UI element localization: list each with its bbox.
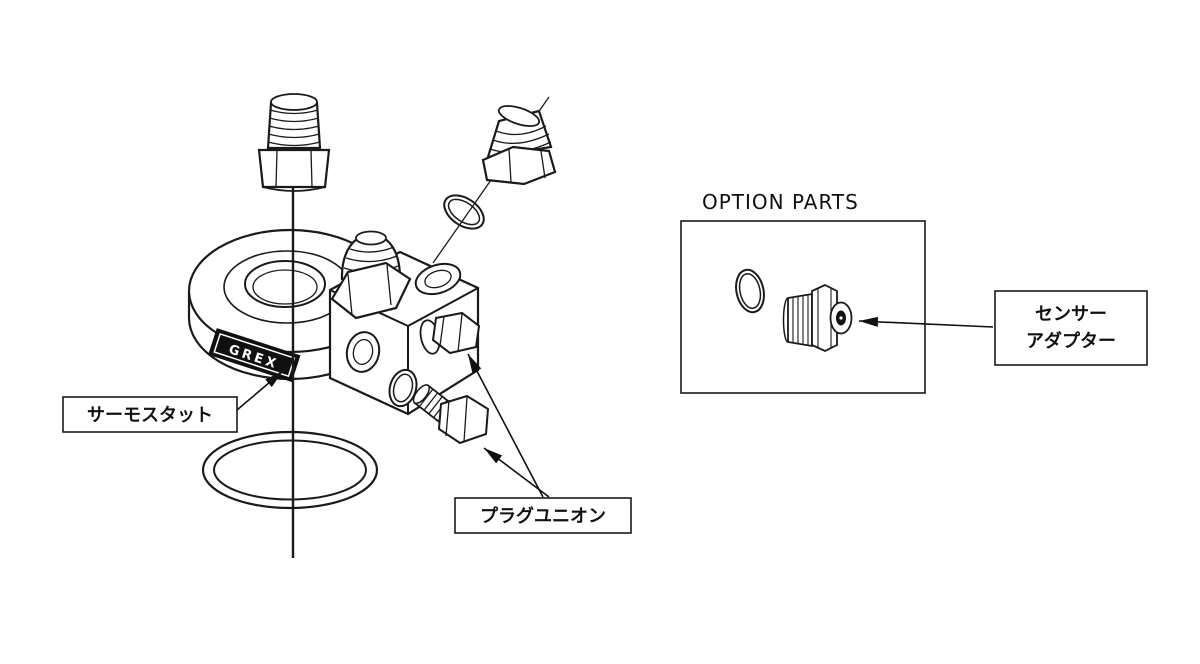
plug-union-label-box xyxy=(454,497,632,534)
sensor-adapter-arrow xyxy=(858,316,994,328)
callout-thermostat: サーモスタット xyxy=(62,370,284,433)
thermostat-arrow xyxy=(236,370,284,411)
union-top-hex xyxy=(481,145,557,186)
sensor-adapter-label-line1: センサー xyxy=(1035,304,1107,325)
plug-union-arrow-upper xyxy=(467,353,544,498)
plug-union-arrow-lower xyxy=(483,447,550,498)
option-parts-title: OPTION PARTS xyxy=(702,190,859,214)
top-bolt-threads xyxy=(267,109,321,147)
union-fitting-on-block xyxy=(330,230,412,320)
thermostat-label-text: サーモスタット xyxy=(87,405,213,426)
plug-right-hex xyxy=(431,311,481,355)
plug-bottom xyxy=(412,384,490,445)
option-o-ring xyxy=(735,268,765,314)
plug-right xyxy=(419,311,481,355)
plug-bottom-hex xyxy=(437,394,490,445)
sensor-adapter-threads xyxy=(792,295,809,345)
thermostat-label-box xyxy=(62,396,238,433)
sensor-adapter-label-line2: アダプター xyxy=(1026,330,1116,352)
union-fitting-top-right xyxy=(481,105,557,186)
callout-plug-union: プラグユニオン xyxy=(454,353,632,534)
block-front-port xyxy=(345,331,381,373)
plug-union-label-text: プラグユニオン xyxy=(480,505,606,527)
top-bolt-hex xyxy=(257,148,331,189)
sensor-adapter-fitting xyxy=(782,284,853,352)
top-bolt-fitting xyxy=(257,93,331,192)
block-top-port xyxy=(414,262,462,296)
sensor-adapter-label-box xyxy=(994,290,1148,366)
callout-sensor-adapter: センサー アダプター xyxy=(858,290,1148,366)
o-ring-top xyxy=(443,194,485,230)
oil-block-exploded-assembly: GREX xyxy=(187,93,557,558)
o-ring-front xyxy=(388,368,418,408)
large-o-ring xyxy=(201,430,379,510)
option-parts-section: OPTION PARTS センサー アダプ xyxy=(680,190,1148,394)
